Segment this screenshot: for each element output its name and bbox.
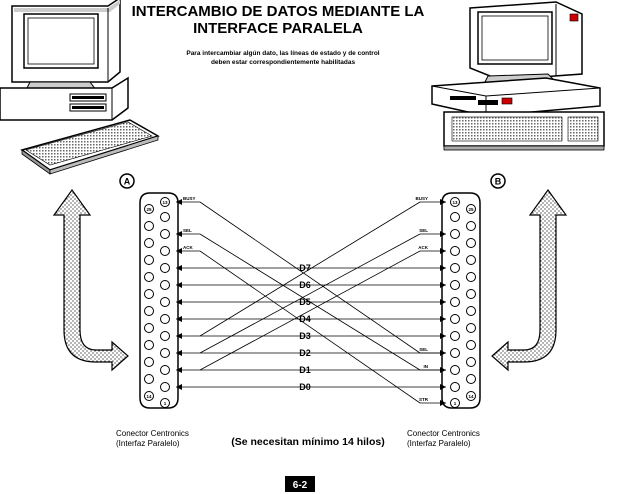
wire-sel-left bbox=[199, 233, 421, 371]
computer-b-marker: B bbox=[490, 173, 506, 189]
right-connector-caption-line-2: (Interfaz Paralelo) bbox=[407, 439, 471, 448]
data-label-d5: D5 bbox=[299, 297, 311, 307]
right-label-ack: ACK bbox=[418, 245, 428, 250]
left-arrowheads bbox=[176, 199, 182, 390]
left-connector-caption-line-2: (Interfaz Paralelo) bbox=[116, 439, 180, 448]
computer-b-letter: B bbox=[495, 177, 502, 187]
left-label-busy: BUSY bbox=[183, 196, 196, 201]
data-label-d1: D1 bbox=[299, 365, 311, 375]
right-pin-25-label: 25 bbox=[468, 207, 474, 212]
title-line-1: INTERCAMBIO DE DATOS MEDIANTE LA bbox=[132, 3, 425, 20]
right-label-busy: BUSY bbox=[415, 196, 428, 201]
data-label-d0: D0 bbox=[299, 382, 311, 392]
right-flow-arrow bbox=[491, 188, 568, 372]
wire-busy-right bbox=[199, 201, 421, 337]
right-label-sel-2: SEL bbox=[419, 347, 428, 352]
subtitle-line-2: deben estar correspondientemente habilit… bbox=[211, 59, 356, 66]
wire-count-note: (Se necesitan mínimo 14 hilos) bbox=[231, 436, 384, 448]
data-label-d7: D7 bbox=[299, 263, 311, 273]
computer-a-letter: A bbox=[124, 177, 131, 187]
data-line-labels: D7 D6 D5 D4 D3 D2 D1 D0 bbox=[299, 263, 311, 392]
right-pin-13-label: 13 bbox=[452, 200, 458, 205]
right-pin-1-label: 1 bbox=[454, 401, 457, 406]
subtitle-line-1: Para intercambiar algún dato, las líneas… bbox=[186, 50, 379, 57]
right-label-str: STR bbox=[419, 397, 429, 402]
page-number-badge: 6-2 bbox=[285, 476, 315, 492]
computer-left-illustration bbox=[0, 0, 160, 175]
left-flow-arrow bbox=[52, 188, 129, 372]
left-pin-13-label: 13 bbox=[162, 200, 168, 205]
right-label-sel: SEL bbox=[419, 228, 428, 233]
connection-wires bbox=[176, 201, 446, 404]
wire-ack-right bbox=[199, 250, 421, 371]
left-pin-1-label: 1 bbox=[164, 401, 167, 406]
left-label-ack: ACK bbox=[183, 245, 193, 250]
title-line-2: INTERFACE PARALELA bbox=[193, 20, 363, 37]
computer-a-marker: A bbox=[119, 173, 135, 189]
right-connector-caption-line-1: Conector Centronics bbox=[407, 429, 480, 438]
wire-sel-right bbox=[199, 233, 421, 354]
data-label-d4: D4 bbox=[299, 314, 311, 324]
wire-ack-left bbox=[199, 250, 421, 404]
right-arrowheads bbox=[440, 199, 446, 406]
right-label-in: IN bbox=[424, 364, 429, 369]
right-pin-14-label: 14 bbox=[468, 394, 474, 399]
data-label-d2: D2 bbox=[299, 348, 311, 358]
page-number-text: 6-2 bbox=[293, 480, 308, 491]
left-control-labels: BUSY SEL ACK bbox=[183, 196, 196, 250]
right-centronics-connector: 13 1 25 14 bbox=[441, 192, 481, 409]
left-connector-pins bbox=[144, 197, 170, 408]
left-pin-25-label: 25 bbox=[146, 207, 152, 212]
left-centronics-connector: 13 1 25 14 bbox=[139, 192, 179, 409]
data-label-d3: D3 bbox=[299, 331, 311, 341]
data-label-d6: D6 bbox=[299, 280, 311, 290]
left-pin-14-label: 14 bbox=[146, 394, 152, 399]
right-control-labels: BUSY SEL ACK SEL IN STR bbox=[415, 196, 428, 402]
left-connector-caption-line-1: Conector Centronics bbox=[116, 429, 189, 438]
right-connector-pins bbox=[450, 197, 476, 408]
computer-right-illustration bbox=[431, 1, 605, 151]
left-label-sel: SEL bbox=[183, 228, 192, 233]
wire-busy-left bbox=[199, 201, 421, 354]
